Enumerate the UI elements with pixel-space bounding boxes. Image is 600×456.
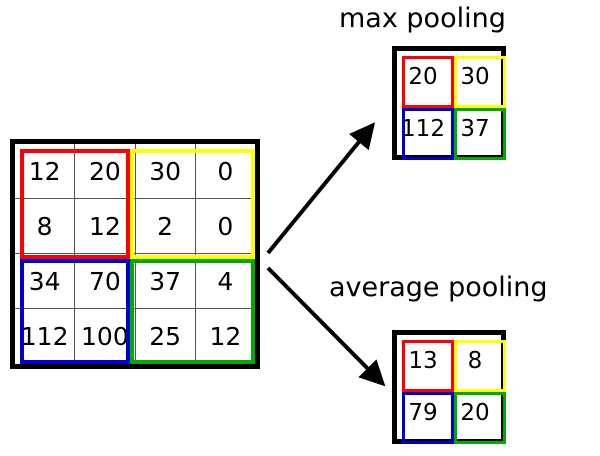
average-output-row: 79 20 [397,387,501,439]
average-output-row: 13 8 [397,335,501,387]
input-row: 8 12 2 0 [15,199,255,254]
input-cell: 12 [75,199,136,254]
max-pooling-output: 20 30 112 37 [392,46,506,160]
max-output-row: 112 37 [397,103,501,155]
max-output-cell: 20 [408,64,438,90]
input-cell: 4 [195,254,255,309]
input-cell: 100 [75,309,136,364]
max-pooling-title: max pooling [339,3,506,34]
input-cell: 34 [15,254,76,309]
average-output-cell: 79 [408,400,438,426]
input-cell: 8 [15,199,76,254]
input-cell: 37 [135,254,196,309]
arrow-to-max-pooling [266,122,376,255]
input-cell: 0 [195,144,255,199]
input-cell: 2 [135,199,196,254]
average-pooling-title: average pooling [329,272,548,303]
input-row: 34 70 37 4 [15,254,255,309]
input-cell: 30 [135,144,196,199]
max-output-cell: 30 [460,64,490,90]
input-cell: 20 [75,144,136,199]
input-cell: 0 [195,199,255,254]
input-row: 12 20 30 0 [15,144,255,199]
input-cell: 112 [15,309,76,364]
input-feature-map: 12 20 30 0 8 12 2 0 34 70 37 4 112 100 2… [10,139,260,369]
average-output-cell: 13 [408,348,438,374]
input-cell: 12 [15,144,76,199]
average-output-cell: 8 [467,348,483,374]
input-row: 112 100 25 12 [15,309,255,364]
max-output-cell: 112 [401,116,445,142]
input-cell: 25 [136,309,196,364]
average-output-cell: 20 [460,400,490,426]
average-pooling-output: 13 8 79 20 [392,330,506,444]
max-output-cell: 37 [460,116,490,142]
input-cell: 12 [209,322,242,351]
max-output-row: 20 30 [397,51,501,103]
input-cell: 70 [75,254,136,309]
